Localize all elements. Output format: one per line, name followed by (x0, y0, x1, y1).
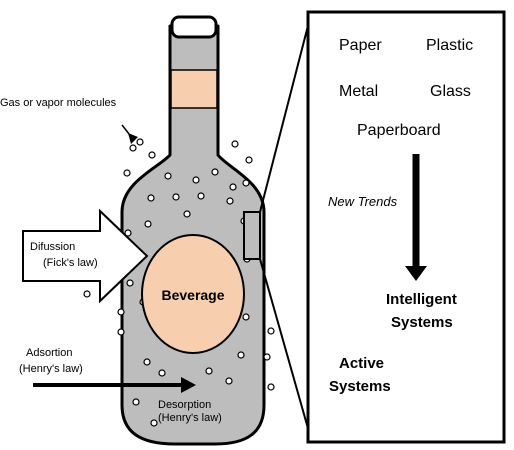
active-systems-line2: Systems (329, 378, 391, 395)
gas-molecule (144, 220, 152, 228)
gas-molecule (225, 377, 233, 385)
gas-molecule (147, 194, 155, 202)
material-paper: Paper (339, 37, 382, 54)
new-trends-arrow-head (405, 266, 427, 281)
adsortion-label: Adsortion (26, 347, 72, 359)
gas-molecule (211, 168, 219, 176)
material-paperboard: Paperboard (357, 122, 441, 139)
gas-molecule (117, 308, 125, 316)
gas-molecule (242, 313, 250, 321)
packaging-systems-box (306, 10, 506, 444)
gas-molecule (226, 197, 234, 205)
gas-molecule (129, 144, 137, 152)
gas-molecule (231, 140, 239, 148)
gas-molecule (263, 353, 271, 361)
diffusion-arrow (22, 208, 149, 304)
gas-molecule (237, 351, 245, 359)
gas-molecules-label: Gas or vapor molecules (0, 97, 117, 109)
desorption-label: Desorption (158, 399, 211, 411)
gas-molecule (267, 327, 275, 335)
gas-molecule (123, 169, 131, 177)
gas-molecule (143, 358, 151, 366)
gas-molecule (242, 179, 250, 187)
adsortion-arrow-head (181, 377, 196, 393)
gas-molecule (158, 369, 166, 377)
new-trends-label: New Trends (328, 194, 398, 209)
beverage-ellipse (141, 234, 245, 354)
material-plastic: Plastic (426, 37, 473, 54)
gas-molecule (148, 151, 156, 159)
gas-molecule (229, 183, 237, 191)
wall-magnifier (243, 211, 261, 260)
intelligent-systems-line1: Intelligent (386, 291, 457, 308)
gas-molecule (205, 367, 213, 375)
gas-molecule (164, 172, 172, 180)
gas-molecule (126, 279, 134, 287)
intelligent-systems-line2: Systems (391, 314, 453, 331)
gas-molecule (267, 383, 275, 391)
gas-molecule (172, 193, 180, 201)
ficks-law-label: (Fick's law) (43, 257, 98, 269)
gas-molecule (197, 192, 205, 200)
gas-pointer-head (128, 133, 138, 144)
gas-molecule (83, 290, 91, 298)
gas-molecule (117, 328, 125, 336)
material-glass: Glass (430, 83, 471, 100)
beverage-label: Beverage (161, 287, 224, 303)
adsortion-henrys-law-label: (Henry's law) (19, 363, 83, 375)
neck-label-band (170, 69, 218, 109)
desorption-henrys-law-label: (Henry's law) (158, 412, 222, 424)
zoom-line-bottom (259, 258, 312, 440)
difussion-label: Difussion (30, 241, 75, 253)
gas-molecule (245, 156, 253, 164)
gas-molecule (132, 398, 140, 406)
gas-molecule (183, 210, 191, 218)
bottle-mouth (170, 15, 218, 39)
material-metal: Metal (339, 83, 378, 100)
gas-molecule (150, 419, 158, 427)
gas-molecule (136, 138, 144, 146)
gas-molecule (192, 176, 200, 184)
gas-molecule (124, 229, 132, 237)
zoom-line-top (259, 13, 312, 213)
active-systems-line1: Active (339, 355, 384, 372)
